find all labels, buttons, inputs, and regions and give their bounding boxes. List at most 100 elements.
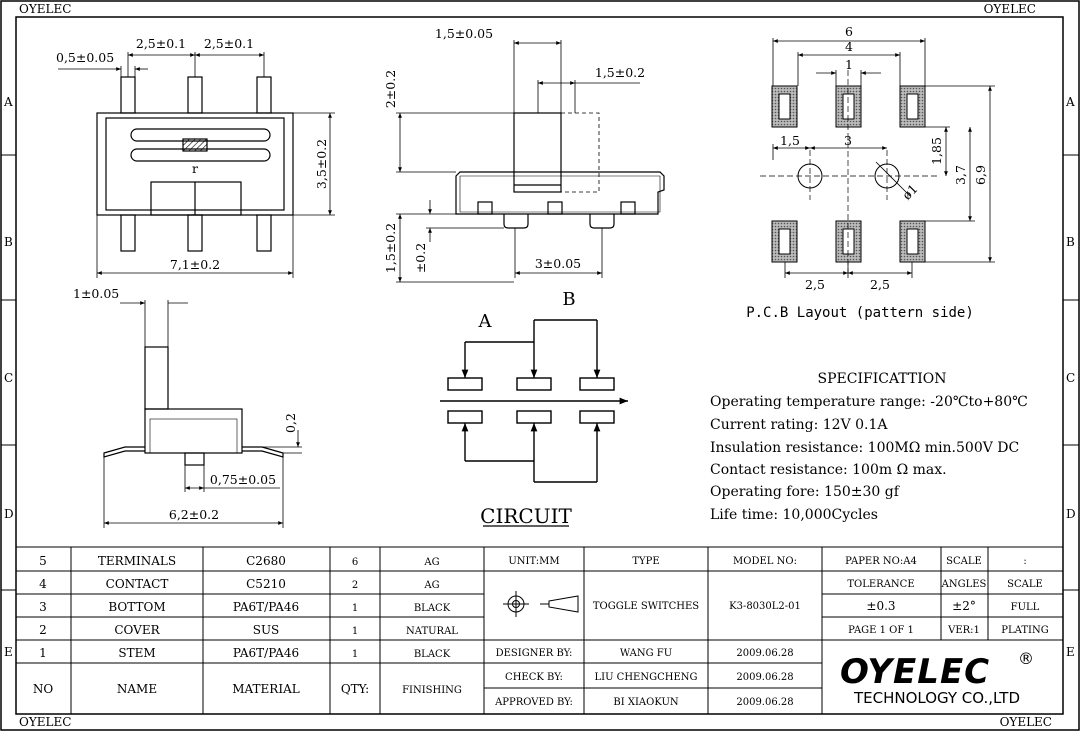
bom-name: COVER [114, 623, 160, 637]
checker-name: LIU CHENGCHENG [594, 672, 697, 683]
check-label: CHECK BY: [505, 672, 563, 683]
specification: SPECIFICATTION Operating temperature ran… [710, 371, 1028, 523]
dim-width: 6,2±0.2 [169, 507, 219, 522]
dim-pitch-left: 2,5±0.1 [136, 36, 186, 51]
spec-line: Operating fore: 150±30 gf [710, 484, 901, 500]
dim-w6: 6 [845, 24, 853, 39]
zone-label-a: A [1065, 95, 1075, 109]
slider-marker: r [192, 161, 198, 176]
model-value: K3-8030L2-01 [729, 601, 801, 612]
dim-w4: 4 [845, 39, 853, 54]
zone-label-a: A [3, 95, 13, 109]
bom-header-no: NO [33, 682, 54, 696]
front-view [58, 52, 335, 278]
type-value: TOGGLE SWITCHES [593, 601, 699, 612]
pcb-title: P.C.B Layout (pattern side) [746, 305, 974, 321]
tolerance-value: ±0.3 [866, 599, 895, 613]
end-view-labels: 1±0.05 0,2 0,75±0.05 6,2±0.2 [73, 286, 298, 522]
spec-line: Current rating: 12V 0.1A [710, 417, 888, 433]
zone-label-b: B [1066, 235, 1075, 249]
side-view-labels: 1,5±0.05 1,5±0.2 2±0.2 1,5±0.2 ±0.2 3±0.… [383, 26, 645, 273]
bom-no: 4 [39, 577, 47, 591]
dim-d185: 1,85 [929, 137, 944, 165]
frame-labels: OYELEC OYELEC OYELEC OYELEC A A B B C C … [3, 2, 1076, 729]
bom-material: C5210 [246, 577, 286, 591]
bom-row: 5 TERMINALS C2680 6 AG [39, 554, 439, 568]
dim-thickness: 0,2 [283, 413, 298, 433]
front-view-labels: 2,5±0.1 2,5±0.1 0,5±0.05 3,5±0.2 7,1±0.2… [56, 36, 329, 272]
dim-d37: 3,7 [953, 165, 968, 185]
bom-material: C2680 [246, 554, 286, 568]
spec-line: Contact resistance: 100m Ω max. [710, 462, 947, 478]
bom-row: 4 CONTACT C5210 2 AG [39, 577, 439, 591]
dim-d69: 6,9 [973, 165, 988, 185]
dim-lever-width: 1±0.05 [73, 286, 119, 301]
plating-label: PLATING [1001, 625, 1048, 636]
projection-symbol [503, 591, 579, 617]
dim-d3: 3 [844, 133, 852, 148]
bom-qty: 1 [352, 603, 358, 614]
unit-label: UNIT:MM [508, 556, 559, 567]
approved-label: APPROVED BY: [494, 697, 573, 708]
angles-value: ±2° [952, 599, 976, 613]
dim-top-width: 1,5±0.05 [435, 26, 493, 41]
scale2-label: SCALE [1007, 579, 1043, 590]
dim-pin-height: 1,5±0.2 [383, 223, 398, 273]
bom-row: 1 STEM PA6T/PA46 1 BLACK [39, 646, 451, 660]
zone-label-c: C [1066, 371, 1075, 385]
company-logo: OYELEC ® TECHNOLOGY CO.,LTD [840, 649, 1034, 707]
bom-table: 5 TERMINALS C2680 6 AG 4 CONTACT C5210 2… [33, 554, 462, 696]
bom-row: 3 BOTTOM PA6T/PA46 1 BLACK [39, 600, 451, 614]
check-date: 2009.06.28 [736, 672, 793, 683]
company-name: TECHNOLOGY CO.,LTD [853, 689, 1020, 707]
bom-header-finishing: FINISHING [402, 685, 462, 696]
bom-no: 5 [39, 554, 47, 568]
end-view [103, 300, 302, 528]
spec-line: Life time: 10,000Cycles [710, 507, 878, 523]
dim-w1: 1 [845, 57, 853, 72]
bom-finishing: BLACK [414, 603, 451, 614]
bom-header-name: NAME [117, 682, 157, 696]
bom-no: 3 [39, 600, 47, 614]
tolerance-label: TOLERANCE [847, 579, 914, 590]
approved-date: 2009.06.28 [736, 697, 793, 708]
scale-colon: : [1023, 556, 1026, 567]
dim-d15: 1,5 [780, 133, 800, 148]
zone-label-d: D [4, 507, 14, 521]
pcb-layout [760, 38, 995, 278]
designer-name: WANG FU [620, 648, 672, 659]
designer-date: 2009.06.28 [736, 648, 793, 659]
bom-name: TERMINALS [98, 554, 176, 568]
dim-pin-small: ±0.2 [413, 243, 428, 273]
corner-label: OYELEC [19, 2, 71, 16]
bom-finishing: AG [423, 580, 439, 591]
bom-no: 2 [39, 623, 47, 637]
bom-finishing: AG [423, 557, 439, 568]
dim-length: 7,1±0.2 [170, 257, 220, 272]
bom-finishing: NATURAL [406, 626, 458, 637]
dim-lever-height: 2±0.2 [383, 70, 398, 108]
corner-label: OYELEC [984, 2, 1036, 16]
bom-name: BOTTOM [108, 600, 165, 614]
circuit-label-b: B [562, 289, 575, 310]
zone-label-b: B [4, 235, 13, 249]
circuit-diagram [440, 319, 628, 527]
paper-no: PAPER NO:A4 [845, 556, 917, 567]
dim-p25a: 2,5 [805, 277, 825, 292]
bom-header-qty: QTY: [341, 682, 369, 696]
circuit-label-a: A [478, 311, 493, 332]
bom-material: PA6T/PA46 [233, 646, 299, 660]
scale-value: FULL [1011, 602, 1040, 613]
title-block: UNIT:MM TYPE MODEL NO: TOGGLE SWITCHES K… [494, 556, 1049, 708]
bom-qty: 2 [352, 580, 358, 591]
spec-heading: SPECIFICATTION [818, 371, 947, 387]
bom-qty: 1 [352, 649, 358, 660]
corner-label: OYELEC [19, 715, 71, 729]
bom-header-material: MATERIAL [232, 682, 300, 696]
bom-header: NO NAME MATERIAL QTY: FINISHING [33, 682, 462, 696]
bom-row: 2 COVER SUS 1 NATURAL [39, 623, 458, 637]
pcb-pads [771, 85, 926, 263]
dim-bottom-pitch: 3±0.05 [535, 256, 581, 271]
